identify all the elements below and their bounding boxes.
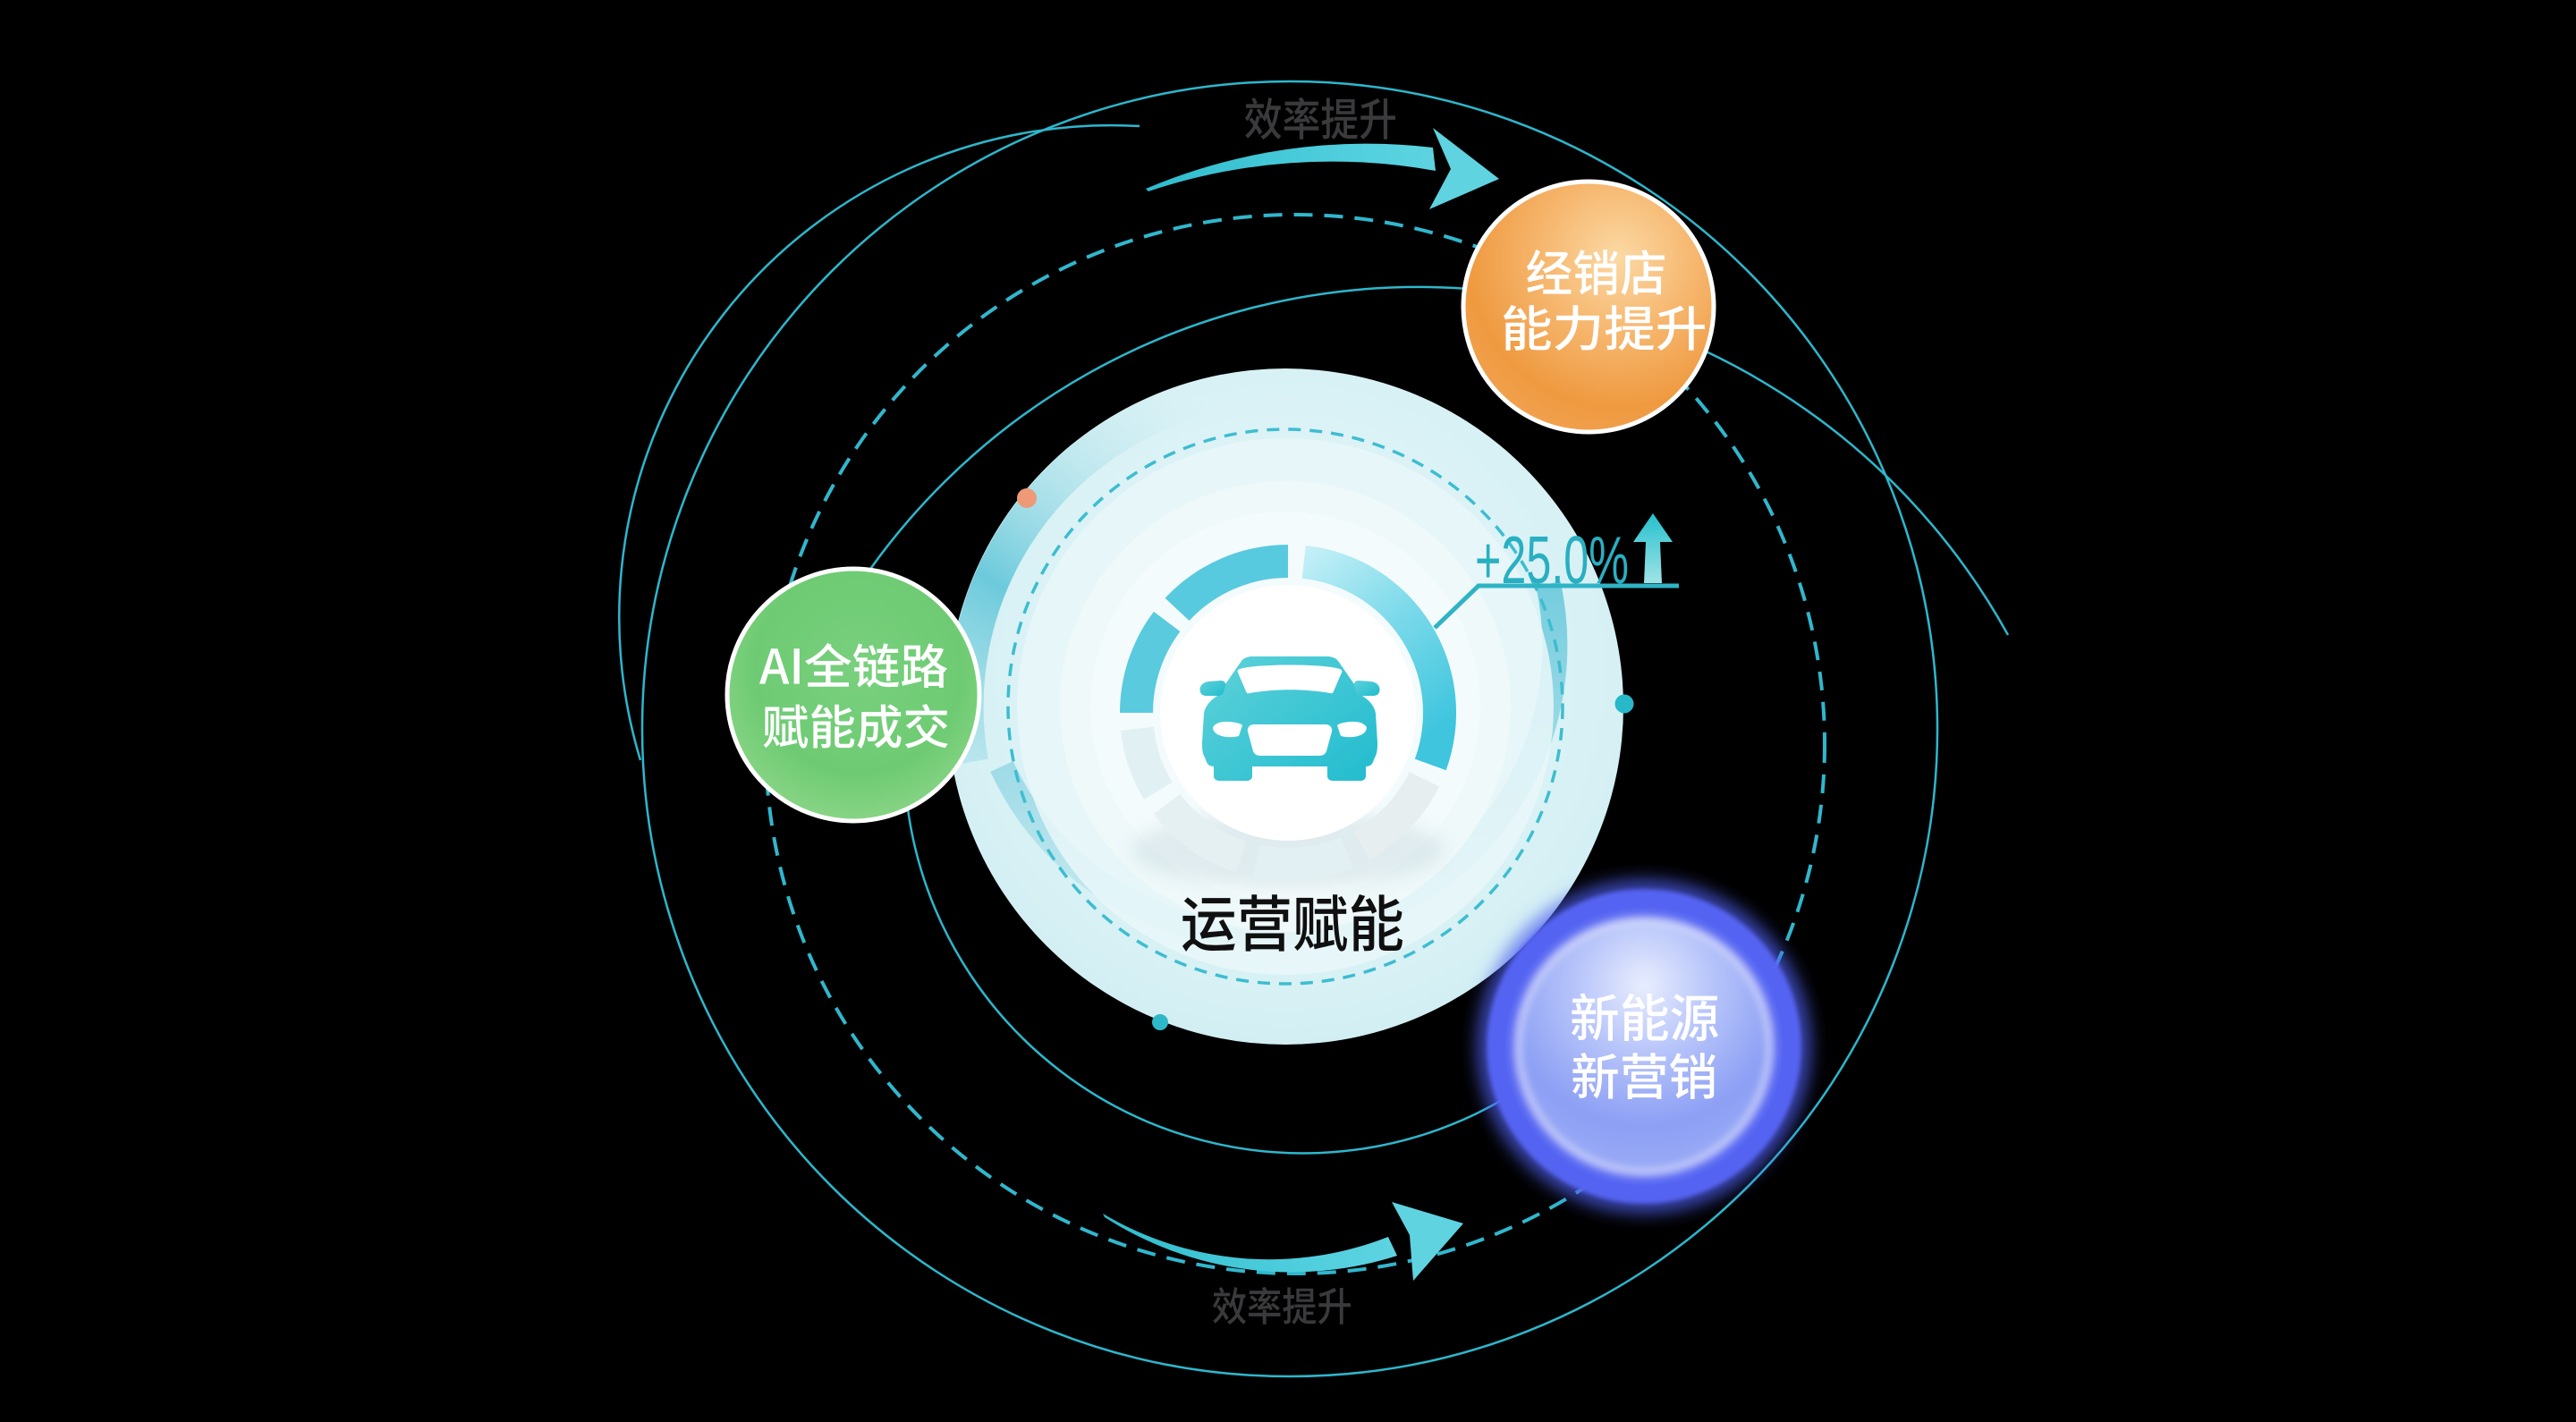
- svg-text:+25.0%: +25.0%: [1475, 522, 1629, 597]
